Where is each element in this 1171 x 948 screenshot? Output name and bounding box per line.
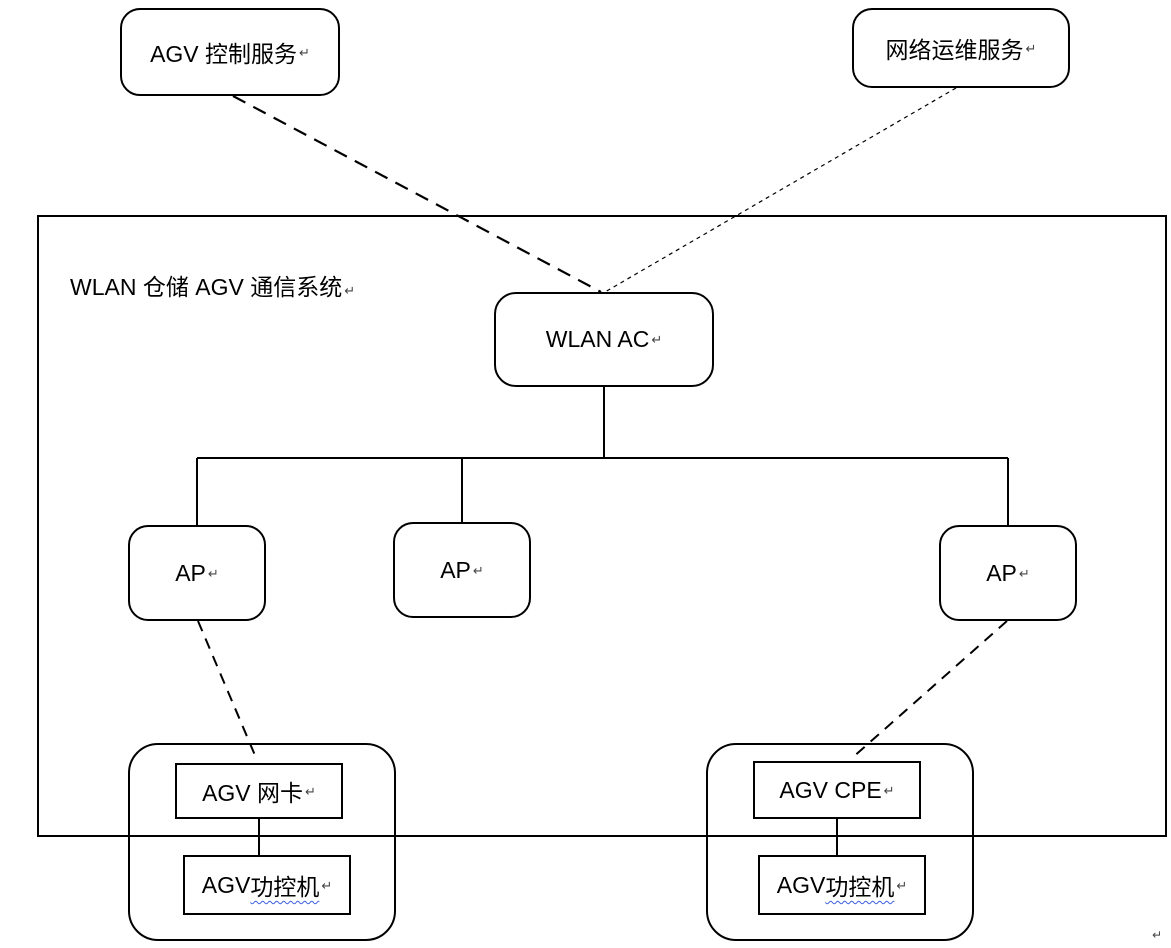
node-ap-left: AP↵: [128, 525, 266, 621]
paragraph-mark-icon: ↵: [344, 283, 356, 298]
paragraph-mark-icon: ↵: [883, 782, 895, 798]
node-ap-middle: AP↵: [393, 522, 531, 618]
node-agv-cpe: AGV CPE↵: [753, 761, 921, 819]
node-agv-ipc-left-prefix: AGV: [201, 871, 251, 898]
node-agv-cpe-label: AGV CPE: [779, 776, 882, 803]
paragraph-mark-icon: ↵: [1025, 40, 1037, 56]
paragraph-mark-icon: ↵: [207, 565, 219, 581]
node-agv-ipc-right: AGV 功控机↵: [758, 855, 926, 915]
paragraph-mark-icon: ↵: [321, 877, 333, 893]
paragraph-mark-icon: ↵: [1152, 928, 1163, 942]
paragraph-mark-icon: ↵: [651, 332, 663, 347]
node-agv-nic-label: AGV 网卡: [202, 780, 304, 806]
paragraph-mark-icon: ↵: [1018, 565, 1030, 581]
node-network-ops-service: 网络运维服务↵: [852, 8, 1070, 88]
node-agv-ipc-left: AGV 功控机↵: [183, 855, 351, 915]
group-agv-right: [706, 743, 974, 941]
paragraph-mark-icon: ↵: [896, 877, 908, 893]
system-title-text: WLAN 仓储 AGV 通信系统: [70, 274, 343, 300]
paragraph-mark-icon: ↵: [472, 562, 484, 578]
node-agv-control-service-label: AGV 控制服务: [150, 41, 298, 67]
node-agv-nic: AGV 网卡↵: [175, 763, 343, 819]
system-title: WLAN 仓储 AGV 通信系统↵: [70, 268, 355, 302]
node-wlan-ac-label: WLAN AC: [545, 326, 650, 352]
system-boundary-frame: [37, 215, 1167, 837]
paragraph-mark-icon: ↵: [305, 783, 316, 799]
node-ap-middle-label: AP: [440, 556, 471, 583]
node-wlan-ac: WLAN AC↵: [494, 292, 714, 387]
group-agv-left: [128, 743, 396, 941]
node-ap-left-label: AP: [175, 559, 206, 586]
node-agv-ipc-right-label: 功控机: [825, 874, 895, 900]
node-agv-ipc-left-label: 功控机: [250, 874, 320, 900]
node-agv-ipc-right-prefix: AGV: [776, 871, 826, 898]
paragraph-mark-icon: ↵: [299, 44, 310, 60]
node-agv-control-service: AGV 控制服务↵: [120, 8, 340, 96]
node-ap-right-label: AP: [986, 559, 1017, 586]
node-ap-right: AP↵: [939, 525, 1077, 621]
node-network-ops-service-label: 网络运维服务: [885, 37, 1024, 63]
